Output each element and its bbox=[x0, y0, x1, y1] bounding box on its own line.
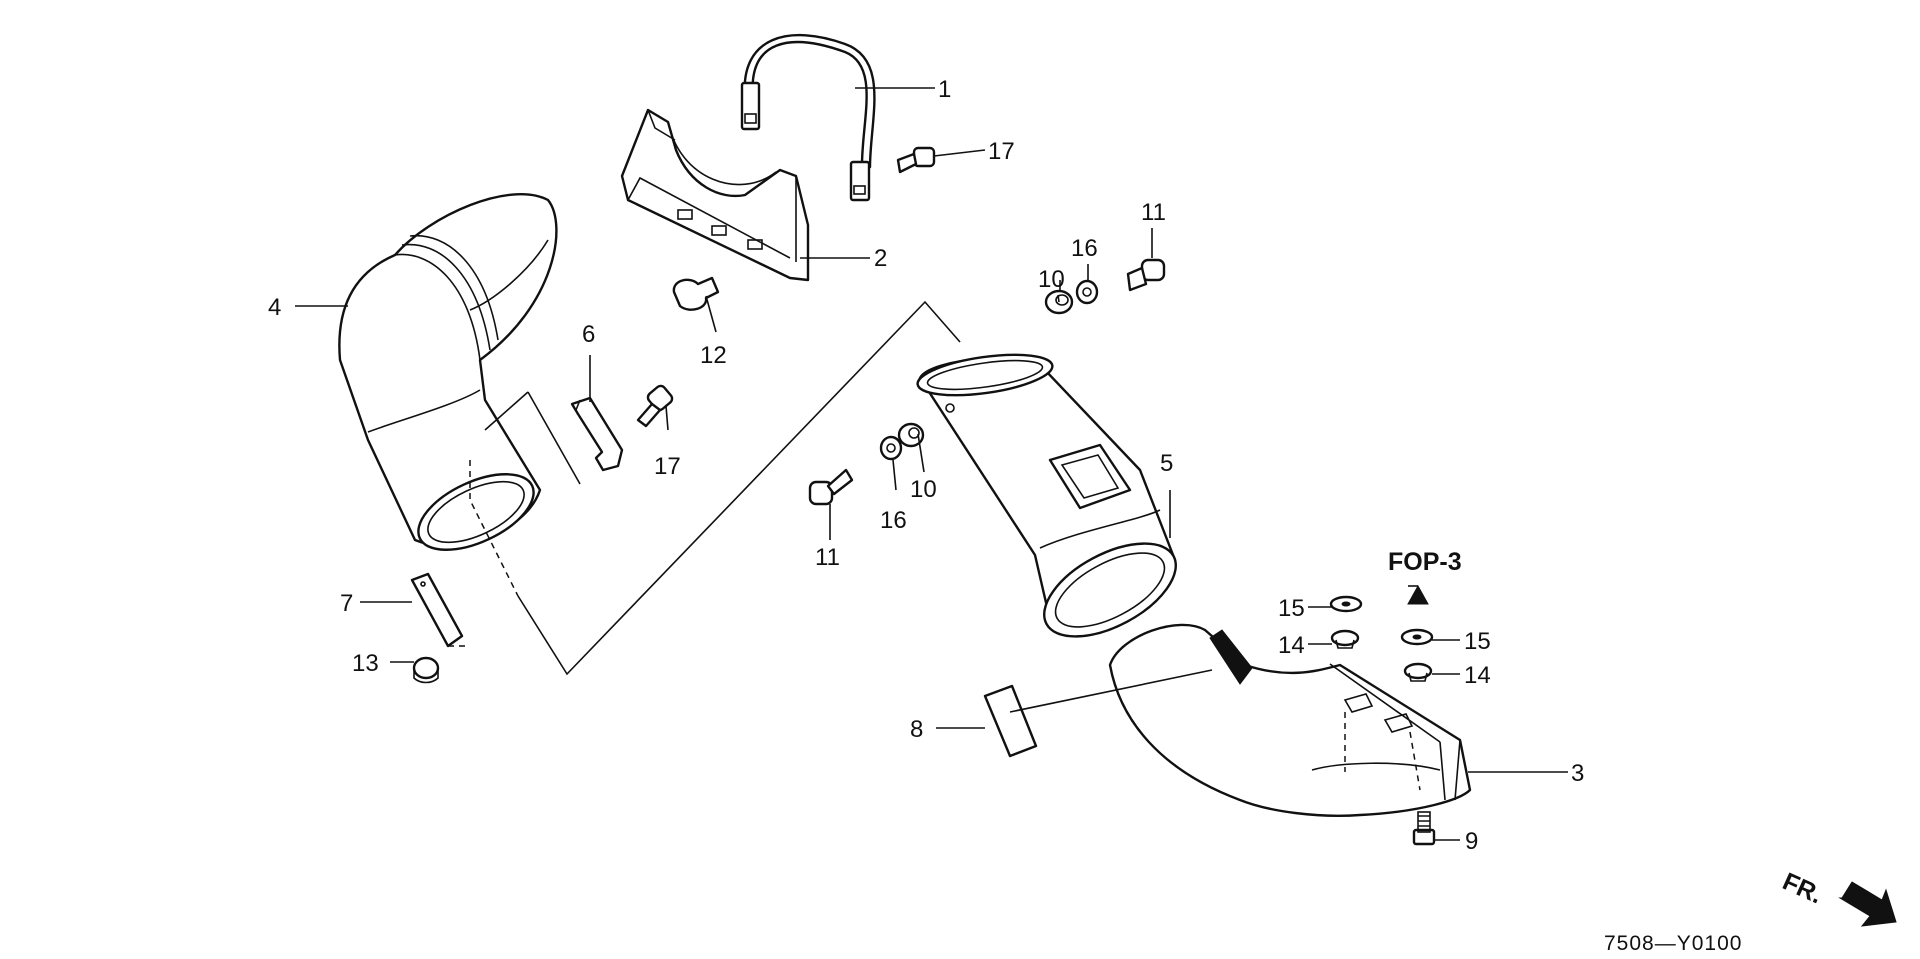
callout-16b: 16 bbox=[880, 507, 907, 534]
callout-7: 7 bbox=[340, 590, 353, 617]
part-15-washer-b bbox=[1400, 628, 1434, 646]
callout-10a: 10 bbox=[1038, 266, 1065, 293]
drawing-code: 7508—Y0100 bbox=[1604, 932, 1742, 955]
part-16-washer-b bbox=[879, 435, 903, 461]
callout-10b: 10 bbox=[910, 476, 937, 503]
callout-16a: 16 bbox=[1071, 235, 1098, 262]
front-direction-arrow bbox=[1838, 881, 1897, 927]
guide-line-clip bbox=[484, 391, 581, 485]
callout-15b: 15 bbox=[1464, 628, 1491, 655]
callout-1: 1 bbox=[938, 76, 951, 103]
part-5-flared-duct bbox=[916, 353, 1177, 638]
part-1-strap bbox=[740, 33, 876, 202]
part-12-pin bbox=[672, 276, 720, 311]
part-7-plate bbox=[410, 572, 464, 648]
callout-8: 8 bbox=[910, 716, 923, 743]
callout-11a: 11 bbox=[1141, 199, 1166, 226]
callout-2: 2 bbox=[874, 245, 887, 272]
part-16-washer-a bbox=[1075, 279, 1099, 305]
reference-fop-3: FOP-3 bbox=[1388, 548, 1462, 576]
part-13-cap bbox=[412, 656, 440, 684]
part-14-grommet-a bbox=[1330, 629, 1360, 649]
part-2-bracket bbox=[620, 108, 810, 282]
callout-17b: 17 bbox=[654, 453, 681, 480]
callout-9: 9 bbox=[1465, 828, 1478, 855]
callout-4: 4 bbox=[268, 294, 281, 321]
callout-11b: 11 bbox=[815, 544, 840, 571]
part-15-washer-a bbox=[1329, 595, 1363, 613]
front-direction-label: FR. bbox=[1778, 867, 1826, 909]
part-9-bolt bbox=[1412, 811, 1436, 846]
callout-14b: 14 bbox=[1464, 662, 1491, 689]
callout-3: 3 bbox=[1571, 760, 1584, 787]
callout-5: 5 bbox=[1160, 450, 1173, 477]
part-8-label bbox=[983, 684, 1038, 758]
part-10-grommet-b bbox=[897, 422, 925, 448]
part-11-bolt-b bbox=[808, 468, 854, 506]
guide-line-plate bbox=[448, 460, 519, 647]
part-6-clip bbox=[570, 396, 624, 472]
assembly-line bbox=[517, 300, 961, 676]
leader-lines bbox=[295, 87, 1568, 841]
part-14-grommet-b bbox=[1403, 662, 1433, 682]
callout-12: 12 bbox=[700, 342, 727, 369]
callout-14a: 14 bbox=[1278, 632, 1305, 659]
part-4-elbow-duct bbox=[338, 193, 558, 551]
part-11-bolt-a bbox=[1126, 258, 1166, 292]
callout-17a: 17 bbox=[988, 138, 1015, 165]
fop-3-arrow bbox=[1407, 584, 1429, 605]
part-17-screw-a bbox=[896, 146, 936, 174]
callout-13: 13 bbox=[352, 650, 379, 677]
callout-15a: 15 bbox=[1278, 595, 1305, 622]
part-17-screw-b bbox=[636, 384, 674, 428]
callout-6: 6 bbox=[582, 321, 595, 348]
